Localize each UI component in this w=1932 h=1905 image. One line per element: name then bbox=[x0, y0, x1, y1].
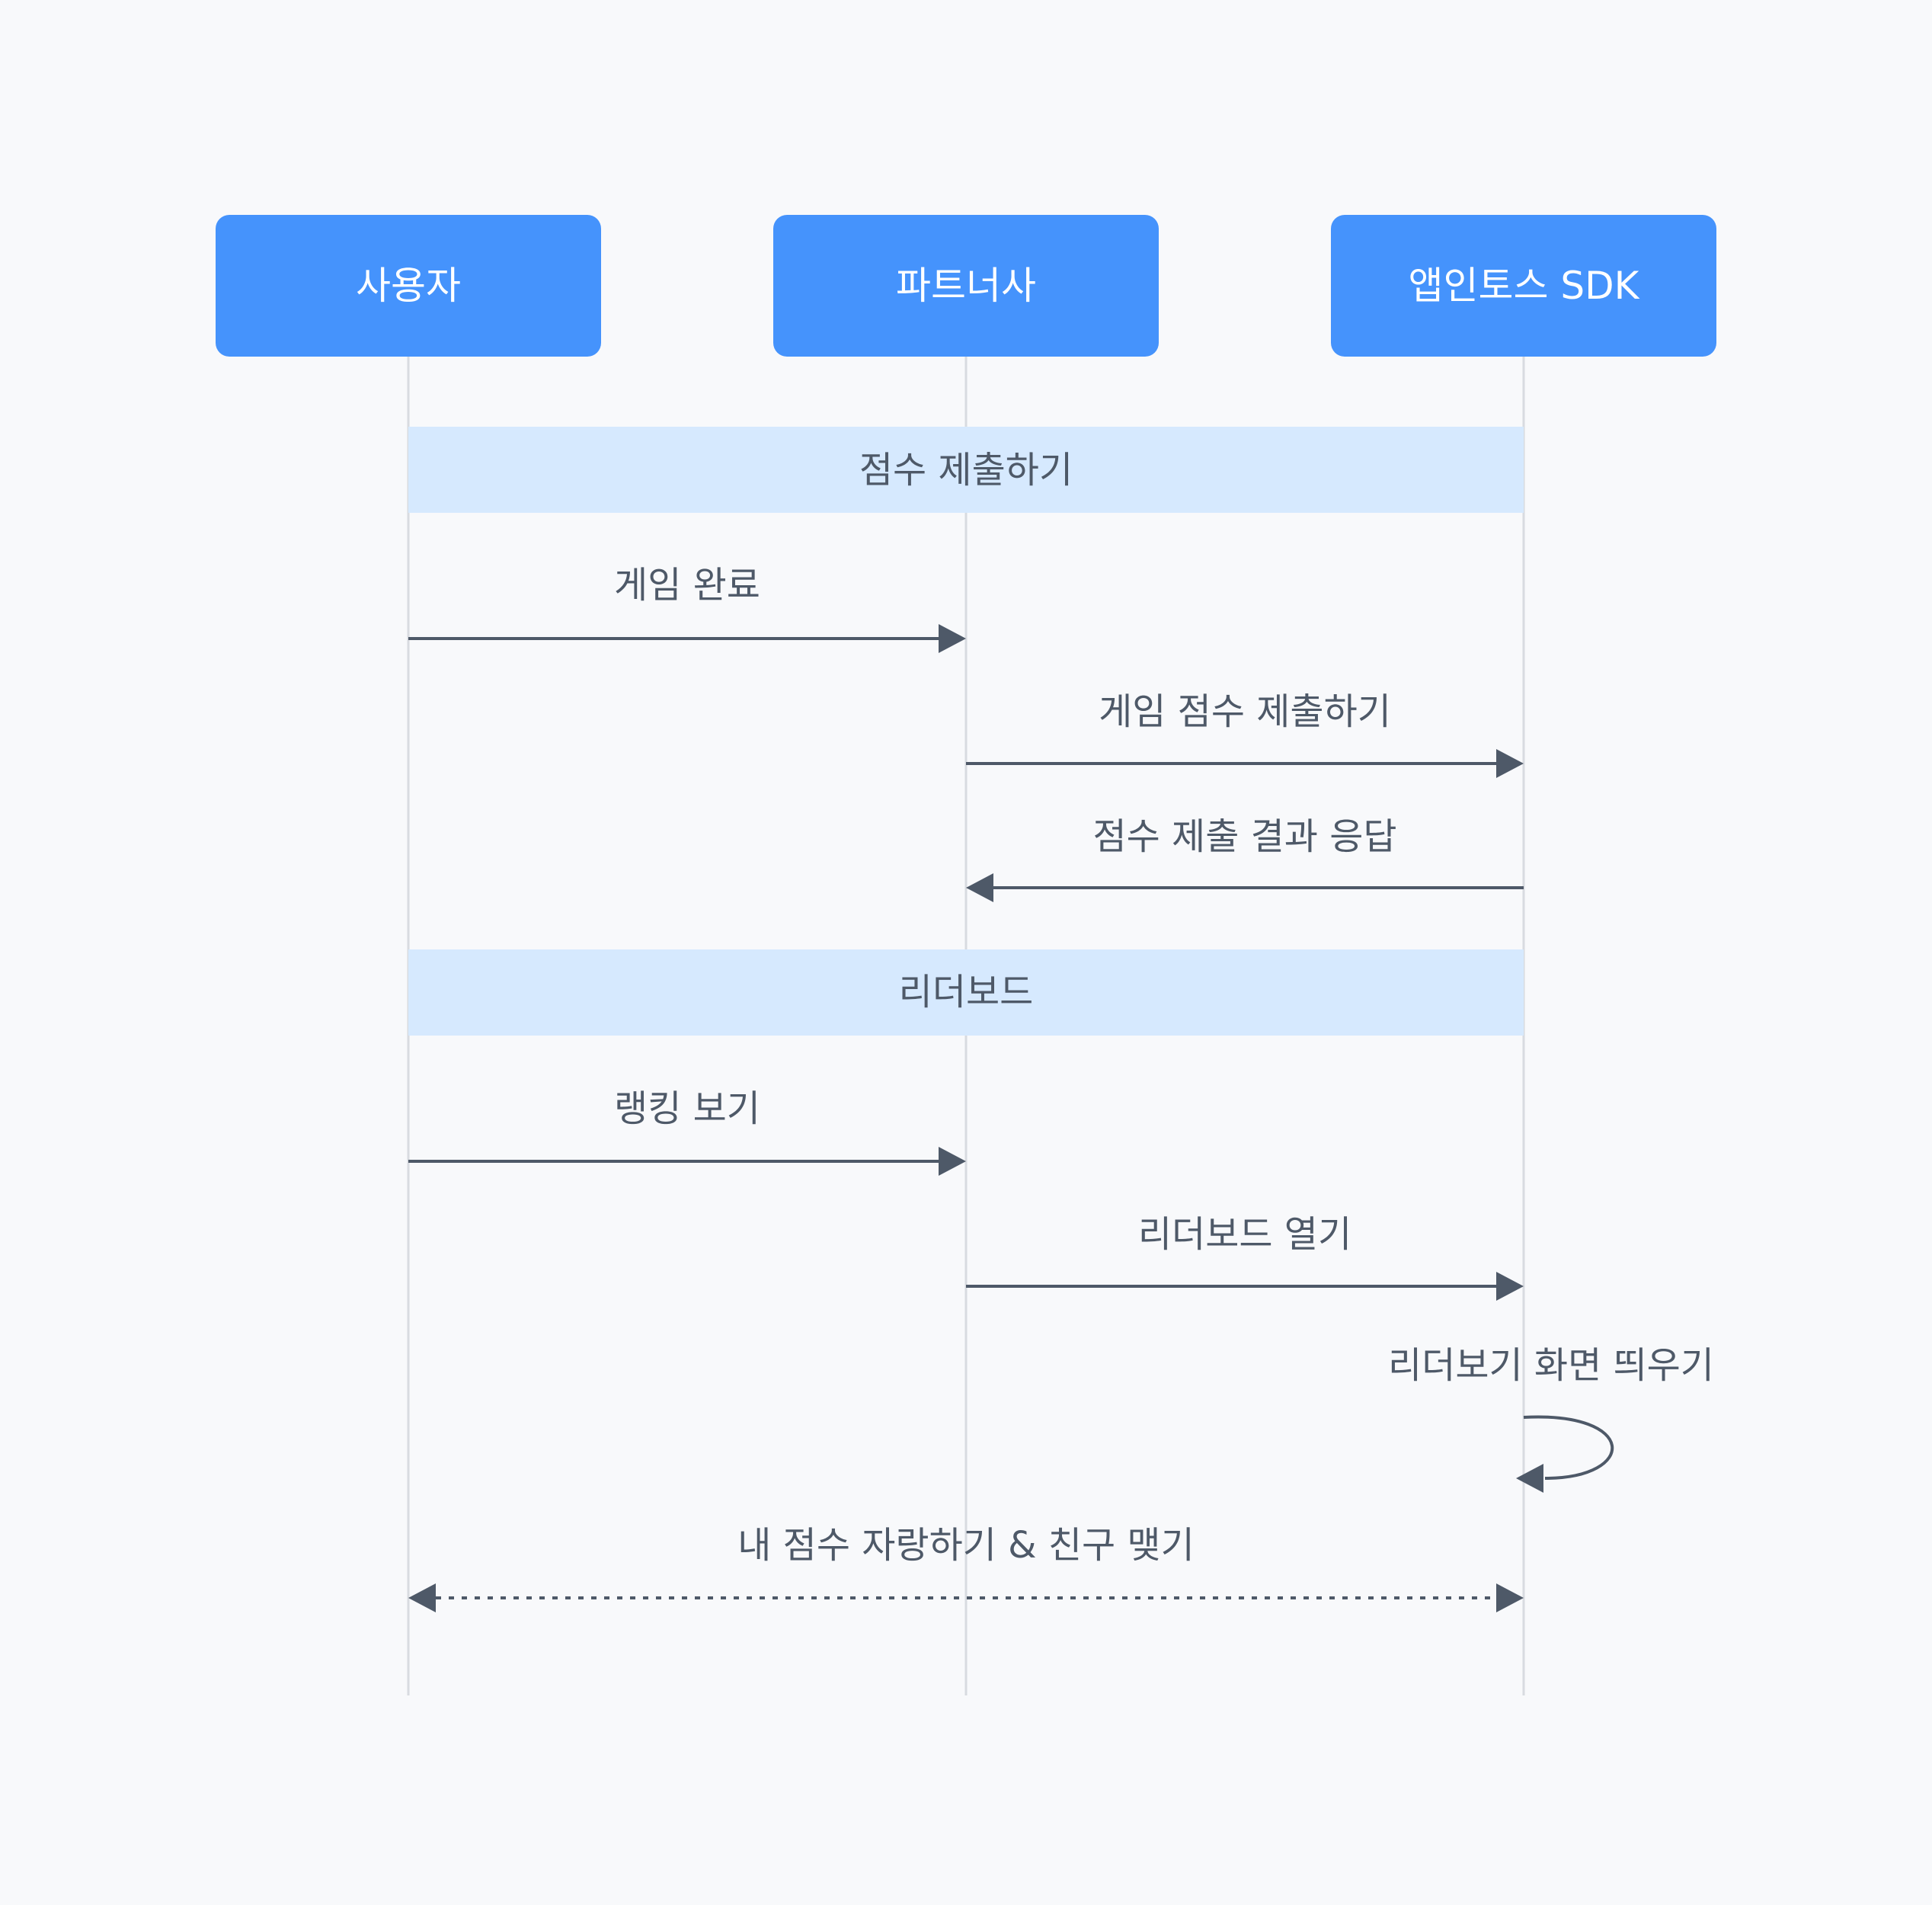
message-brag-and-friend: 내 점수 자랑하기 & 친구 맺기 bbox=[408, 1524, 1524, 1612]
actor-sdk: 앱인토스 SDK bbox=[1331, 215, 1716, 357]
arrowhead-left-icon bbox=[1516, 1464, 1543, 1493]
section-title: 점수 제출하기 bbox=[859, 449, 1073, 491]
message-open-leaderboard: 리더보드 열기 bbox=[966, 1213, 1524, 1301]
section-band-bg bbox=[408, 949, 1524, 1036]
message-label: 점수 제출 결과 응답 bbox=[1092, 815, 1396, 858]
actor-user: 사용자 bbox=[216, 215, 601, 357]
message-show-leaderboard-screen: 리더보기 화면 띄우기 bbox=[1388, 1344, 1714, 1493]
actor-partner: 파트너사 bbox=[773, 215, 1159, 357]
arrowhead-left-icon bbox=[408, 1583, 436, 1612]
arrowhead-right-icon bbox=[939, 1147, 966, 1176]
message-label: 랭킹 보기 bbox=[614, 1087, 760, 1130]
message-game-complete: 게임 완료 bbox=[408, 564, 966, 653]
arrowhead-right-icon bbox=[939, 624, 966, 653]
actor-box bbox=[1331, 215, 1716, 357]
actor-label: 사용자 bbox=[356, 264, 461, 308]
actor-label: 파트너사 bbox=[896, 264, 1036, 308]
message-label: 게임 점수 제출하기 bbox=[1099, 690, 1391, 733]
actor-box bbox=[216, 215, 601, 357]
actor-box bbox=[773, 215, 1159, 357]
message-label: 내 점수 자랑하기 & 친구 맺기 bbox=[737, 1524, 1194, 1567]
actor-label: 앱인토스 SDK bbox=[1409, 264, 1640, 308]
section-band-leaderboard: 리더보드 bbox=[408, 949, 1524, 1036]
message-submit-response: 점수 제출 결과 응답 bbox=[966, 815, 1524, 902]
message-label: 게임 완료 bbox=[614, 564, 760, 607]
message-submit-score: 게임 점수 제출하기 bbox=[966, 690, 1524, 778]
section-band-score-submit: 점수 제출하기 bbox=[408, 427, 1524, 513]
section-title: 리더보드 bbox=[899, 971, 1034, 1013]
arrowhead-right-icon bbox=[1496, 1583, 1524, 1612]
message-view-ranking: 랭킹 보기 bbox=[408, 1087, 966, 1176]
arrowhead-left-icon bbox=[966, 873, 993, 902]
section-band-bg bbox=[408, 427, 1524, 513]
message-label: 리더보드 열기 bbox=[1138, 1213, 1351, 1256]
arrowhead-right-icon bbox=[1496, 749, 1524, 778]
arrowhead-right-icon bbox=[1496, 1272, 1524, 1301]
self-loop-line bbox=[1523, 1415, 1614, 1480]
message-label: 리더보기 화면 띄우기 bbox=[1388, 1344, 1714, 1387]
